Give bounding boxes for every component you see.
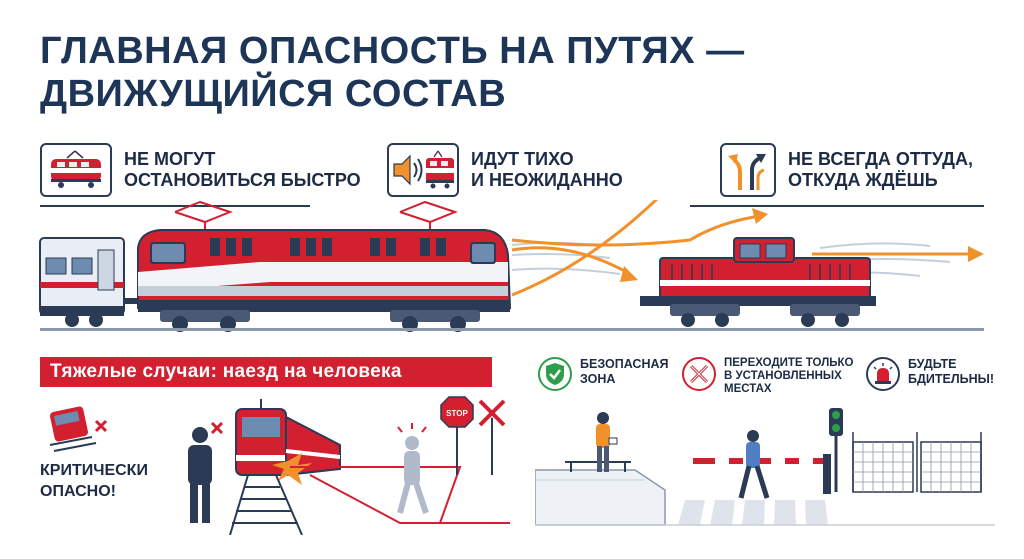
- tip-cannot-stop: Не могут остановиться быстро: [40, 143, 361, 197]
- tip-label-line-2: и неожиданно: [471, 170, 623, 190]
- safety-line-1: Переходите только: [724, 357, 854, 369]
- crossing-sign: [477, 398, 507, 475]
- train-scene: [39, 200, 984, 332]
- pantograph: [174, 200, 458, 230]
- safety-line-3: местах: [724, 383, 772, 395]
- crossing-sign-icon: [682, 357, 716, 391]
- tip-label-line-1: Не всегда оттуда,: [788, 149, 974, 169]
- tip-label-line-2: откуда ждёшь: [788, 170, 938, 190]
- tip-quiet-trains: Идут тихо и неожиданно: [387, 143, 623, 197]
- walking-person-icon: [397, 436, 429, 514]
- critical-line-1: Критически: [40, 462, 148, 479]
- waiting-person-icon: [596, 412, 618, 472]
- tip-unexpected-direction: Не всегда оттуда, откуда ждёшь: [720, 143, 973, 197]
- cross-icon: [210, 421, 224, 435]
- safety-line-2: бдительны!: [908, 372, 995, 386]
- safety-line-1: Будьте: [908, 357, 957, 371]
- zebra-crossing: [678, 500, 828, 525]
- safety-line-1: Безопасная: [580, 357, 669, 371]
- shield-check-icon: [538, 357, 572, 391]
- collision-illustration: STOP: [49, 396, 510, 535]
- title-line-2: движущийся состав: [40, 73, 507, 115]
- tracks: [229, 474, 303, 535]
- walking-person-icon: [738, 430, 770, 499]
- divider: [40, 205, 310, 207]
- critical-line-2: опасно!: [40, 483, 116, 500]
- person-icon: [188, 427, 212, 523]
- coupler: [124, 298, 138, 304]
- danger-zone: [290, 466, 510, 524]
- direction-arrows-icon: [720, 143, 776, 197]
- speaker-train-icon: [387, 143, 459, 197]
- alert-lines: [397, 423, 427, 433]
- safety-item-crossing: Переходите только в установленных местах: [682, 357, 854, 396]
- small-train-icon: [49, 406, 97, 452]
- tip-label-line-2: остановиться быстро: [124, 170, 361, 190]
- platform: [535, 469, 666, 526]
- traffic-light-icon: [829, 408, 843, 492]
- safe-crossing-illustration: [535, 408, 995, 526]
- siren-icon: [866, 357, 900, 391]
- fence-mesh: [853, 442, 981, 492]
- oncoming-train: [235, 399, 341, 485]
- safety-item-alert: Будьте бдительны!: [866, 357, 994, 391]
- passenger-car: [39, 237, 125, 327]
- critical-label: Критически опасно!: [40, 460, 148, 502]
- stop-sign-text: STOP: [446, 409, 468, 418]
- rail: [40, 328, 984, 331]
- diesel-locomotive: [640, 237, 876, 327]
- stop-sign: STOP: [440, 396, 474, 475]
- page-title: Главная опасность на путях — движущийся …: [40, 30, 940, 116]
- electric-locomotive: [137, 229, 512, 332]
- electric-train-icon: [40, 143, 112, 197]
- arrow-heads: [620, 208, 984, 282]
- title-line-1: Главная опасность на путях —: [40, 30, 745, 72]
- safety-line-2: в установленных: [724, 370, 842, 382]
- tip-label-line-1: Не могут: [124, 149, 216, 169]
- direction-arrows: [511, 200, 975, 297]
- tip-label-line-1: Идут тихо: [471, 149, 574, 169]
- cross-icon: [94, 419, 108, 433]
- danger-banner: Тяжелые случаи: наезд на человека: [40, 357, 492, 387]
- safety-item-zone: Безопасная зона: [538, 357, 668, 391]
- divider: [690, 205, 984, 207]
- safety-line-2: зона: [580, 372, 616, 386]
